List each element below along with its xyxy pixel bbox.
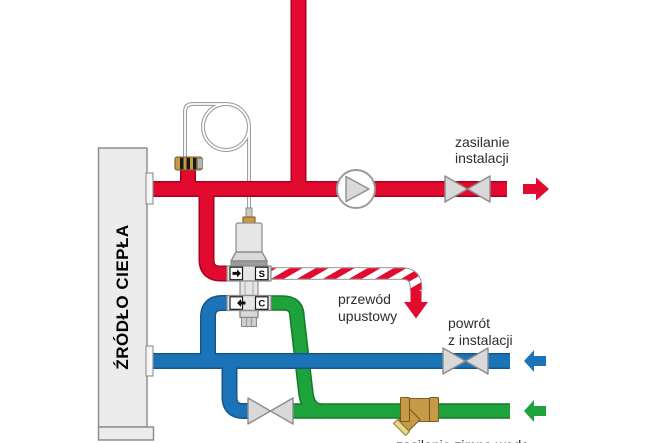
relief-label-line2: upustowy <box>338 308 397 324</box>
return-flange <box>145 345 154 377</box>
heat-source-label: ŹRÓDŁO CIEPŁA <box>113 224 132 369</box>
fill-shutoff-valve-icon <box>247 397 294 425</box>
return-label-line1: powrót <box>448 315 490 331</box>
supply-flange <box>145 172 154 205</box>
relief-label-line1: przewód <box>338 291 391 307</box>
strainer-icon <box>392 396 440 437</box>
return-shutoff-valve-icon <box>442 347 489 375</box>
cold-water-label: zasilanie zimną wodą <box>396 437 529 443</box>
return-arrow-icon <box>524 350 546 372</box>
relief-pipe <box>271 267 428 319</box>
valve-bottom-flange <box>239 309 259 319</box>
relief-arrow-icon <box>404 291 428 319</box>
capillary-tube <box>183 102 251 212</box>
temperature-sensor-icon <box>174 156 203 171</box>
tank-body <box>97 147 148 428</box>
valve-neck <box>239 280 259 297</box>
valve-skirt <box>230 251 268 262</box>
sensor-port-label: S <box>259 269 265 280</box>
supply-arrow-icon <box>523 177 549 201</box>
flow-right-arrow-icon <box>232 269 241 278</box>
tank-base <box>97 426 155 441</box>
return-label-line2: z instalacji <box>448 332 513 348</box>
flow-left-arrow-icon <box>237 299 246 307</box>
valve-bottom-nut <box>241 317 257 327</box>
valve-actuator-head <box>235 222 263 254</box>
thermal-relief-valve: S C <box>226 207 272 327</box>
supply-shutoff-valve-icon <box>444 175 491 203</box>
pump-icon <box>336 169 376 209</box>
supply-pipes <box>150 0 507 282</box>
cold-water-arrow-icon <box>524 400 546 422</box>
cold-port-label: C <box>258 299 265 310</box>
supply-label-line1: zasilanie <box>455 134 510 150</box>
supply-label-line2: instalacji <box>455 150 509 166</box>
heat-source-tank <box>97 147 155 441</box>
